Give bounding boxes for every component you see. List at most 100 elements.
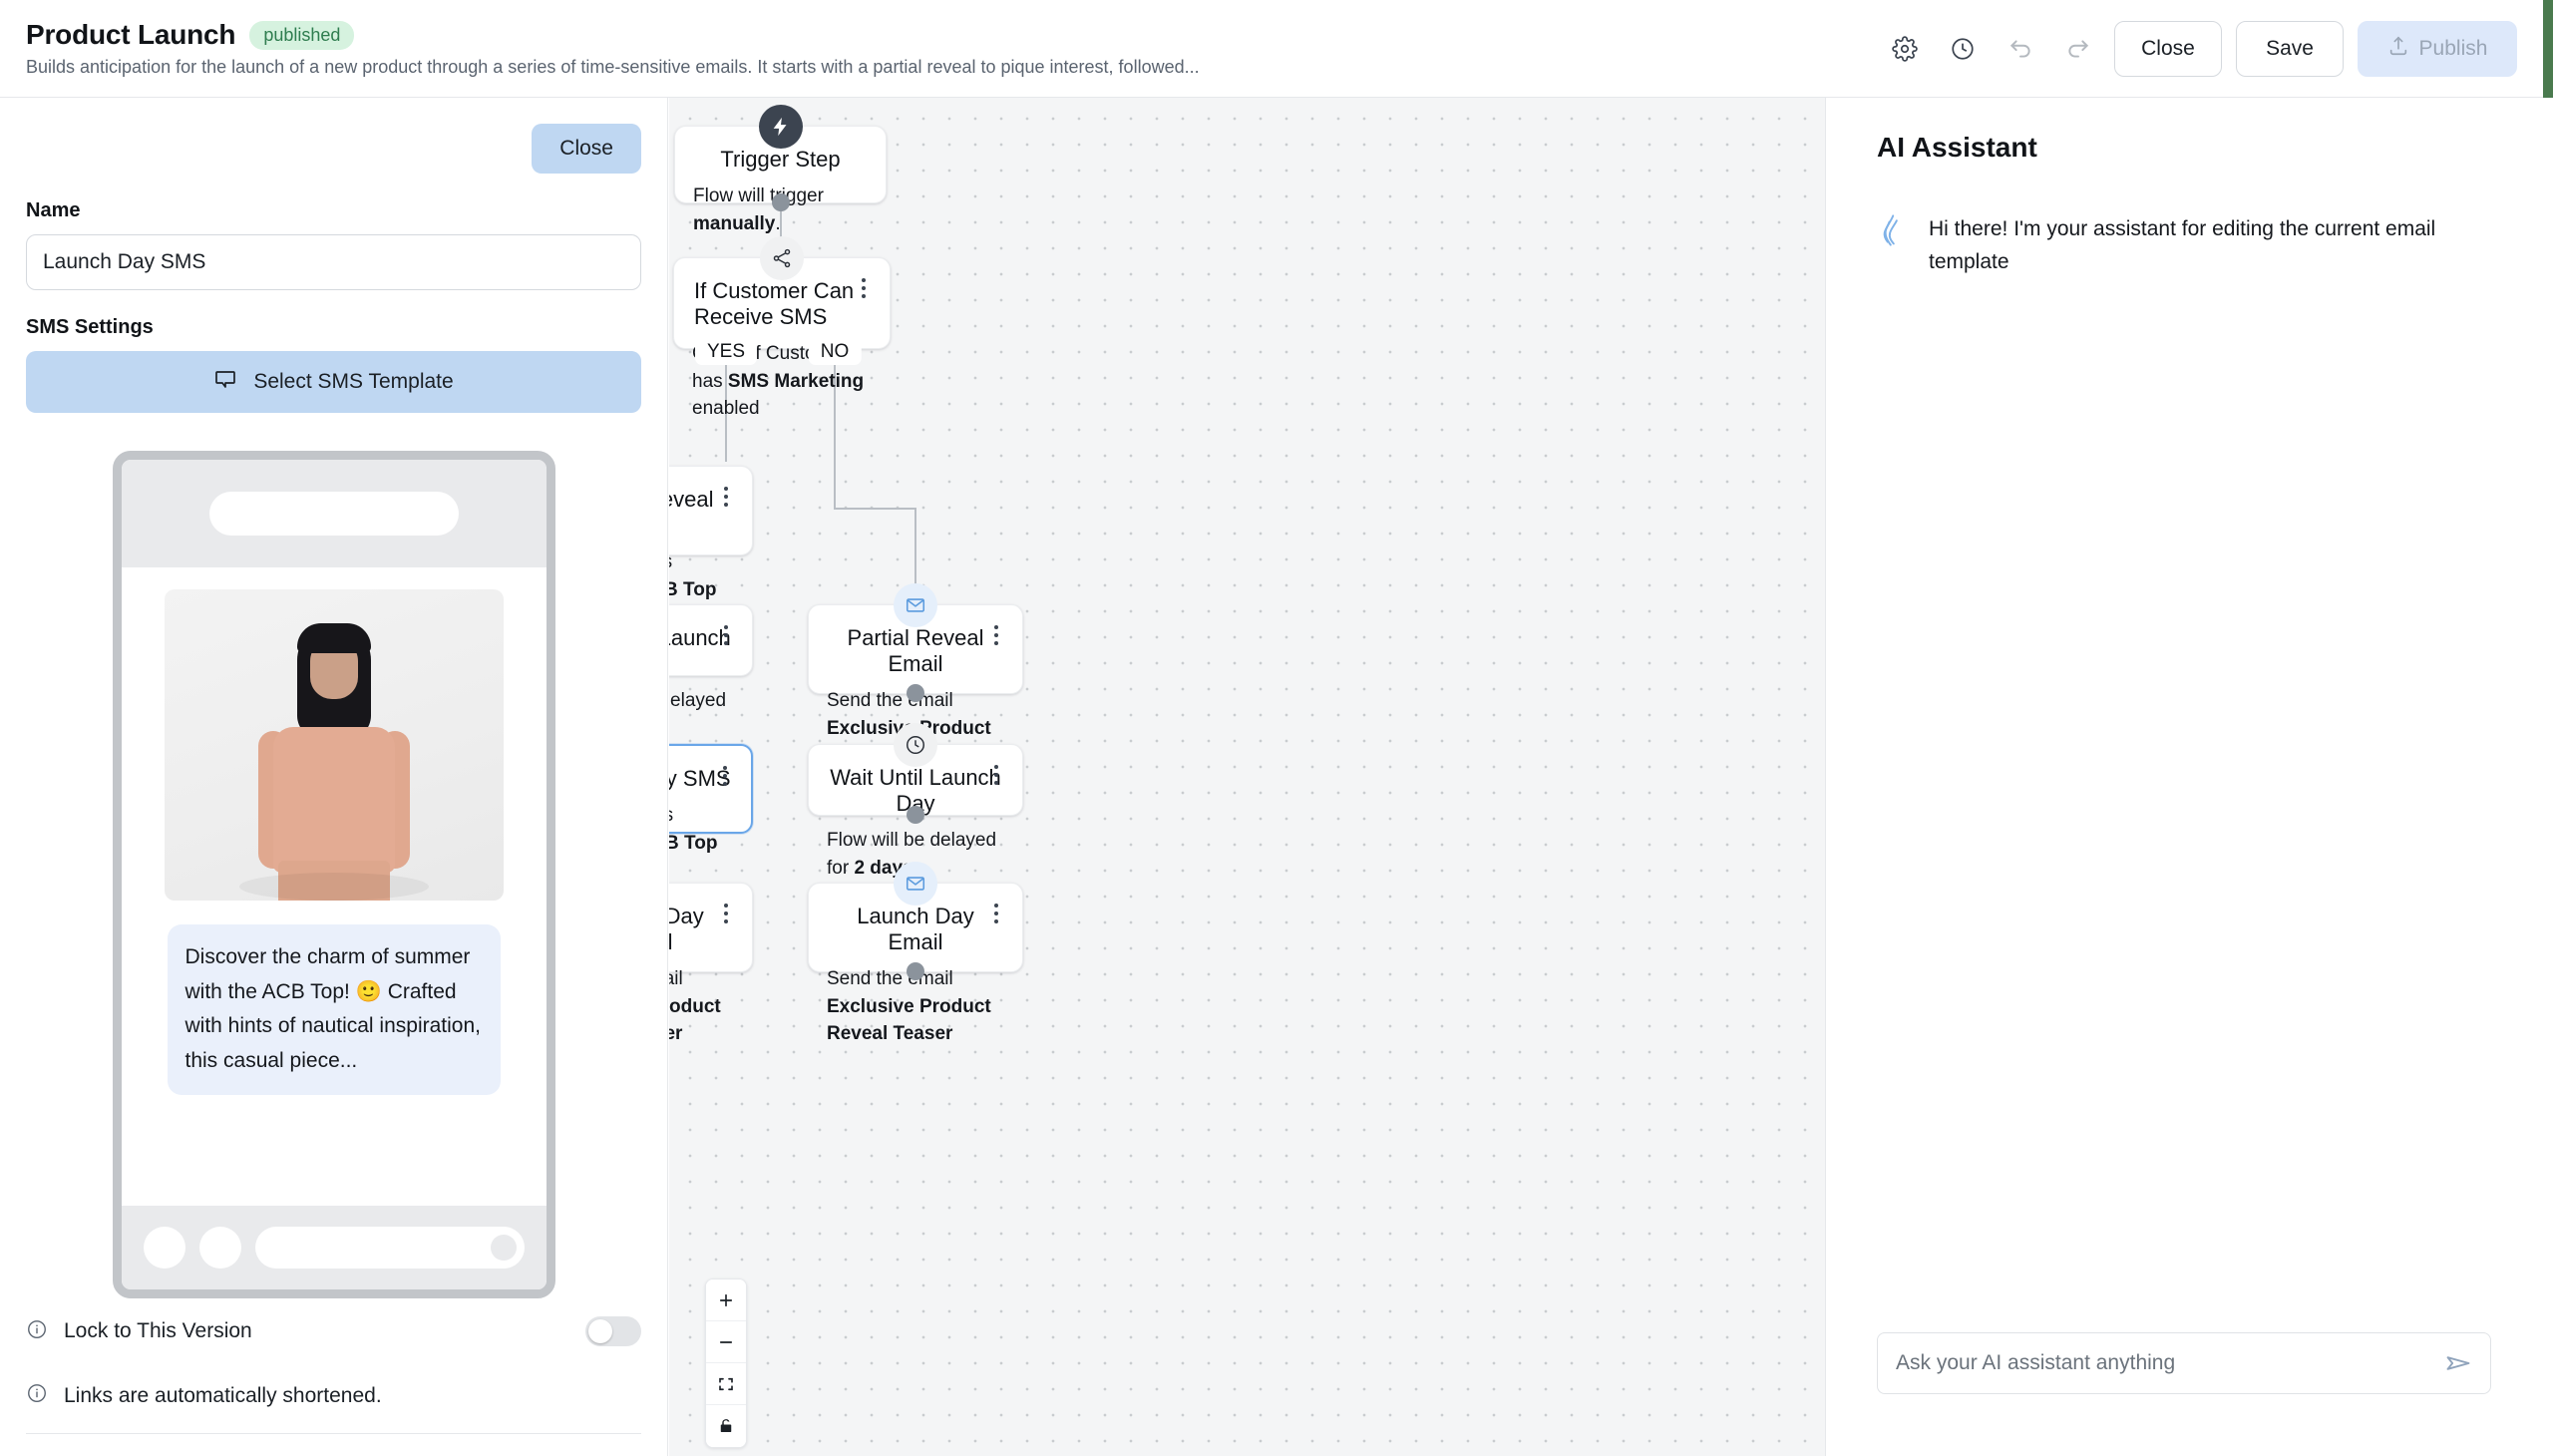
app-header: Product Launch published Builds anticipa…	[0, 0, 2553, 98]
sms-preview-message: Discover the charm of summer with the AC…	[167, 924, 501, 1095]
node-menu-icon[interactable]	[986, 623, 1006, 647]
desc-prefix: Send the email	[827, 690, 953, 711]
node-description: Send the sms Summer ACB Top Promo	[669, 548, 734, 631]
node-menu-icon[interactable]	[715, 764, 735, 788]
node-menu-icon[interactable]	[716, 623, 736, 647]
gear-icon[interactable]	[1883, 27, 1927, 71]
name-input[interactable]	[26, 234, 641, 290]
node-partial-reveal-email[interactable]: Partial Reveal Email Send the email Excl…	[808, 583, 1023, 766]
sms-bubble-icon	[213, 367, 237, 397]
desc-bold: manually	[693, 212, 776, 234]
panel-divider	[26, 1433, 641, 1434]
lock-version-row: Lock to This Version	[26, 1298, 641, 1364]
header-close-button[interactable]: Close	[2114, 20, 2222, 77]
desc-prefix: Flow will be delayed for	[827, 830, 997, 879]
node-menu-icon[interactable]	[986, 902, 1006, 925]
page-title: Product Launch	[26, 19, 236, 50]
send-icon[interactable]	[2444, 1349, 2472, 1377]
node-partial-reveal-sms[interactable]: Partial Reveal SMS Send the sms Summer A…	[669, 466, 753, 600]
node-trigger-step[interactable]: Trigger Step Flow will trigger manually.	[674, 105, 887, 234]
edge-no-vertical-2	[914, 508, 916, 602]
phone-input-bar	[254, 1227, 525, 1269]
edge-no-vertical-1	[834, 350, 836, 508]
node-description: Flow will be delayed for 2 days	[827, 827, 1004, 882]
node-wait-until-launch-day-left[interactable]: Wait Until Launch Day Flow will be delay…	[669, 604, 753, 711]
panel-close-row: Close	[26, 124, 641, 174]
node-description: Flow will be delayed for 2 days	[669, 687, 734, 742]
publish-button[interactable]: Publish	[2358, 20, 2517, 77]
flow-canvas[interactable]: Trigger Step Flow will trigger manually.…	[669, 98, 1826, 1456]
node-title: If Customer Can Receive SMS	[694, 278, 855, 329]
phone-search-pill	[208, 492, 459, 536]
ai-assistant-title: AI Assistant	[1877, 132, 2037, 163]
node-menu-icon[interactable]	[716, 902, 736, 925]
upload-icon	[2387, 35, 2409, 63]
node-menu-icon[interactable]	[854, 276, 874, 300]
desc-prefix: Flow will trigger	[693, 185, 824, 206]
edge-no-horizontal	[834, 508, 915, 510]
node-menu-icon[interactable]	[716, 485, 736, 509]
node-wait-until-launch-day-right[interactable]: Wait Until Launch Day Flow will be delay…	[808, 723, 1023, 879]
node-description: Send the sms Summer ACB Top Promo	[669, 802, 733, 885]
step-settings-panel: Close Name SMS Settings Select SMS Templ…	[0, 98, 668, 1456]
node-title: Trigger Step	[720, 147, 841, 172]
desc-bold: SMS Marketing	[727, 370, 865, 392]
phone-toolbar-circle	[143, 1227, 185, 1269]
ai-assistant-panel: AI Assistant Hi there! I'm your assistan…	[1827, 98, 2541, 1456]
links-shortened-label: Links are automatically shortened.	[64, 1383, 382, 1407]
save-button[interactable]: Save	[2236, 20, 2344, 77]
ai-sparkle-icon	[1877, 213, 1907, 252]
redo-icon[interactable]	[2056, 27, 2100, 71]
lock-icon[interactable]	[706, 1405, 746, 1447]
header-actions: Close Save Publish	[1883, 20, 2517, 77]
ai-greeting-message: Hi there! I'm your assistant for editing…	[1877, 213, 2501, 278]
desc-bold: Exclusive Product Reveal Teaser	[669, 995, 721, 1045]
node-launch-day-email-left[interactable]: Launch Day Email Send the email Exclusiv…	[669, 883, 753, 1044]
node-title: Partial Reveal Email	[847, 625, 984, 676]
phone-toolbar	[121, 1206, 547, 1289]
links-shortened-row: Links are automatically shortened.	[26, 1364, 641, 1427]
ai-input-container[interactable]	[1877, 1332, 2491, 1394]
node-output-port[interactable]	[907, 962, 924, 980]
node-launch-day-email-right[interactable]: Launch Day Email Send the email Exclusiv…	[808, 862, 1023, 1044]
ai-greeting-text: Hi there! I'm your assistant for editing…	[1929, 217, 2436, 273]
zoom-in-icon[interactable]	[706, 1279, 746, 1321]
node-launch-day-sms[interactable]: Launch Day SMS Send the sms Summer ACB T…	[669, 744, 753, 854]
sms-settings-label: SMS Settings	[26, 316, 154, 338]
node-if-customer-can-receive-sms[interactable]: If Customer Can Receive SMS Check if Cus…	[673, 236, 891, 419]
sms-preview-image	[164, 589, 504, 901]
status-badge: published	[249, 20, 355, 50]
undo-icon[interactable]	[1999, 27, 2042, 71]
desc-prefix: Send the email	[827, 968, 953, 989]
select-sms-template-button[interactable]: Select SMS Template	[26, 351, 641, 413]
branch-label-no: NO	[808, 339, 862, 365]
history-clock-icon[interactable]	[1941, 27, 1985, 71]
node-menu-icon[interactable]	[986, 763, 1006, 787]
zoom-out-icon[interactable]	[706, 1321, 746, 1363]
canvas-zoom-controls	[705, 1278, 747, 1448]
desc-suffix: .	[775, 212, 781, 234]
panel-close-button[interactable]: Close	[532, 124, 641, 174]
desc-bold: Summer ACB Top Promo	[669, 832, 718, 854]
node-output-port[interactable]	[907, 806, 924, 824]
clock-icon	[894, 723, 937, 767]
node-description: Flow will trigger manually.	[693, 182, 868, 237]
node-output-port[interactable]	[907, 684, 924, 702]
fit-view-icon[interactable]	[706, 1363, 746, 1405]
node-output-port[interactable]	[771, 193, 790, 211]
node-title: Partial Reveal SMS	[669, 487, 714, 512]
desc-prefix: Send the sms	[669, 805, 673, 826]
sms-preview-phone: Discover the charm of summer with the AC…	[112, 451, 555, 1298]
node-title: Launch Day SMS	[669, 766, 731, 791]
node-title: Launch Day Email	[857, 904, 974, 954]
ai-prompt-input[interactable]	[1896, 1351, 2444, 1375]
desc-prefix: Flow will be delayed for	[669, 690, 727, 711]
info-icon[interactable]	[26, 1382, 48, 1409]
branch-label-yes: YES	[694, 339, 758, 365]
header-title-row: Product Launch published	[26, 19, 1200, 51]
desc-prefix: Send the email	[669, 968, 683, 989]
desc-bold: Exclusive Product Reveal Teaser	[827, 995, 991, 1045]
lock-version-toggle[interactable]	[585, 1316, 641, 1346]
info-icon[interactable]	[26, 1318, 48, 1345]
